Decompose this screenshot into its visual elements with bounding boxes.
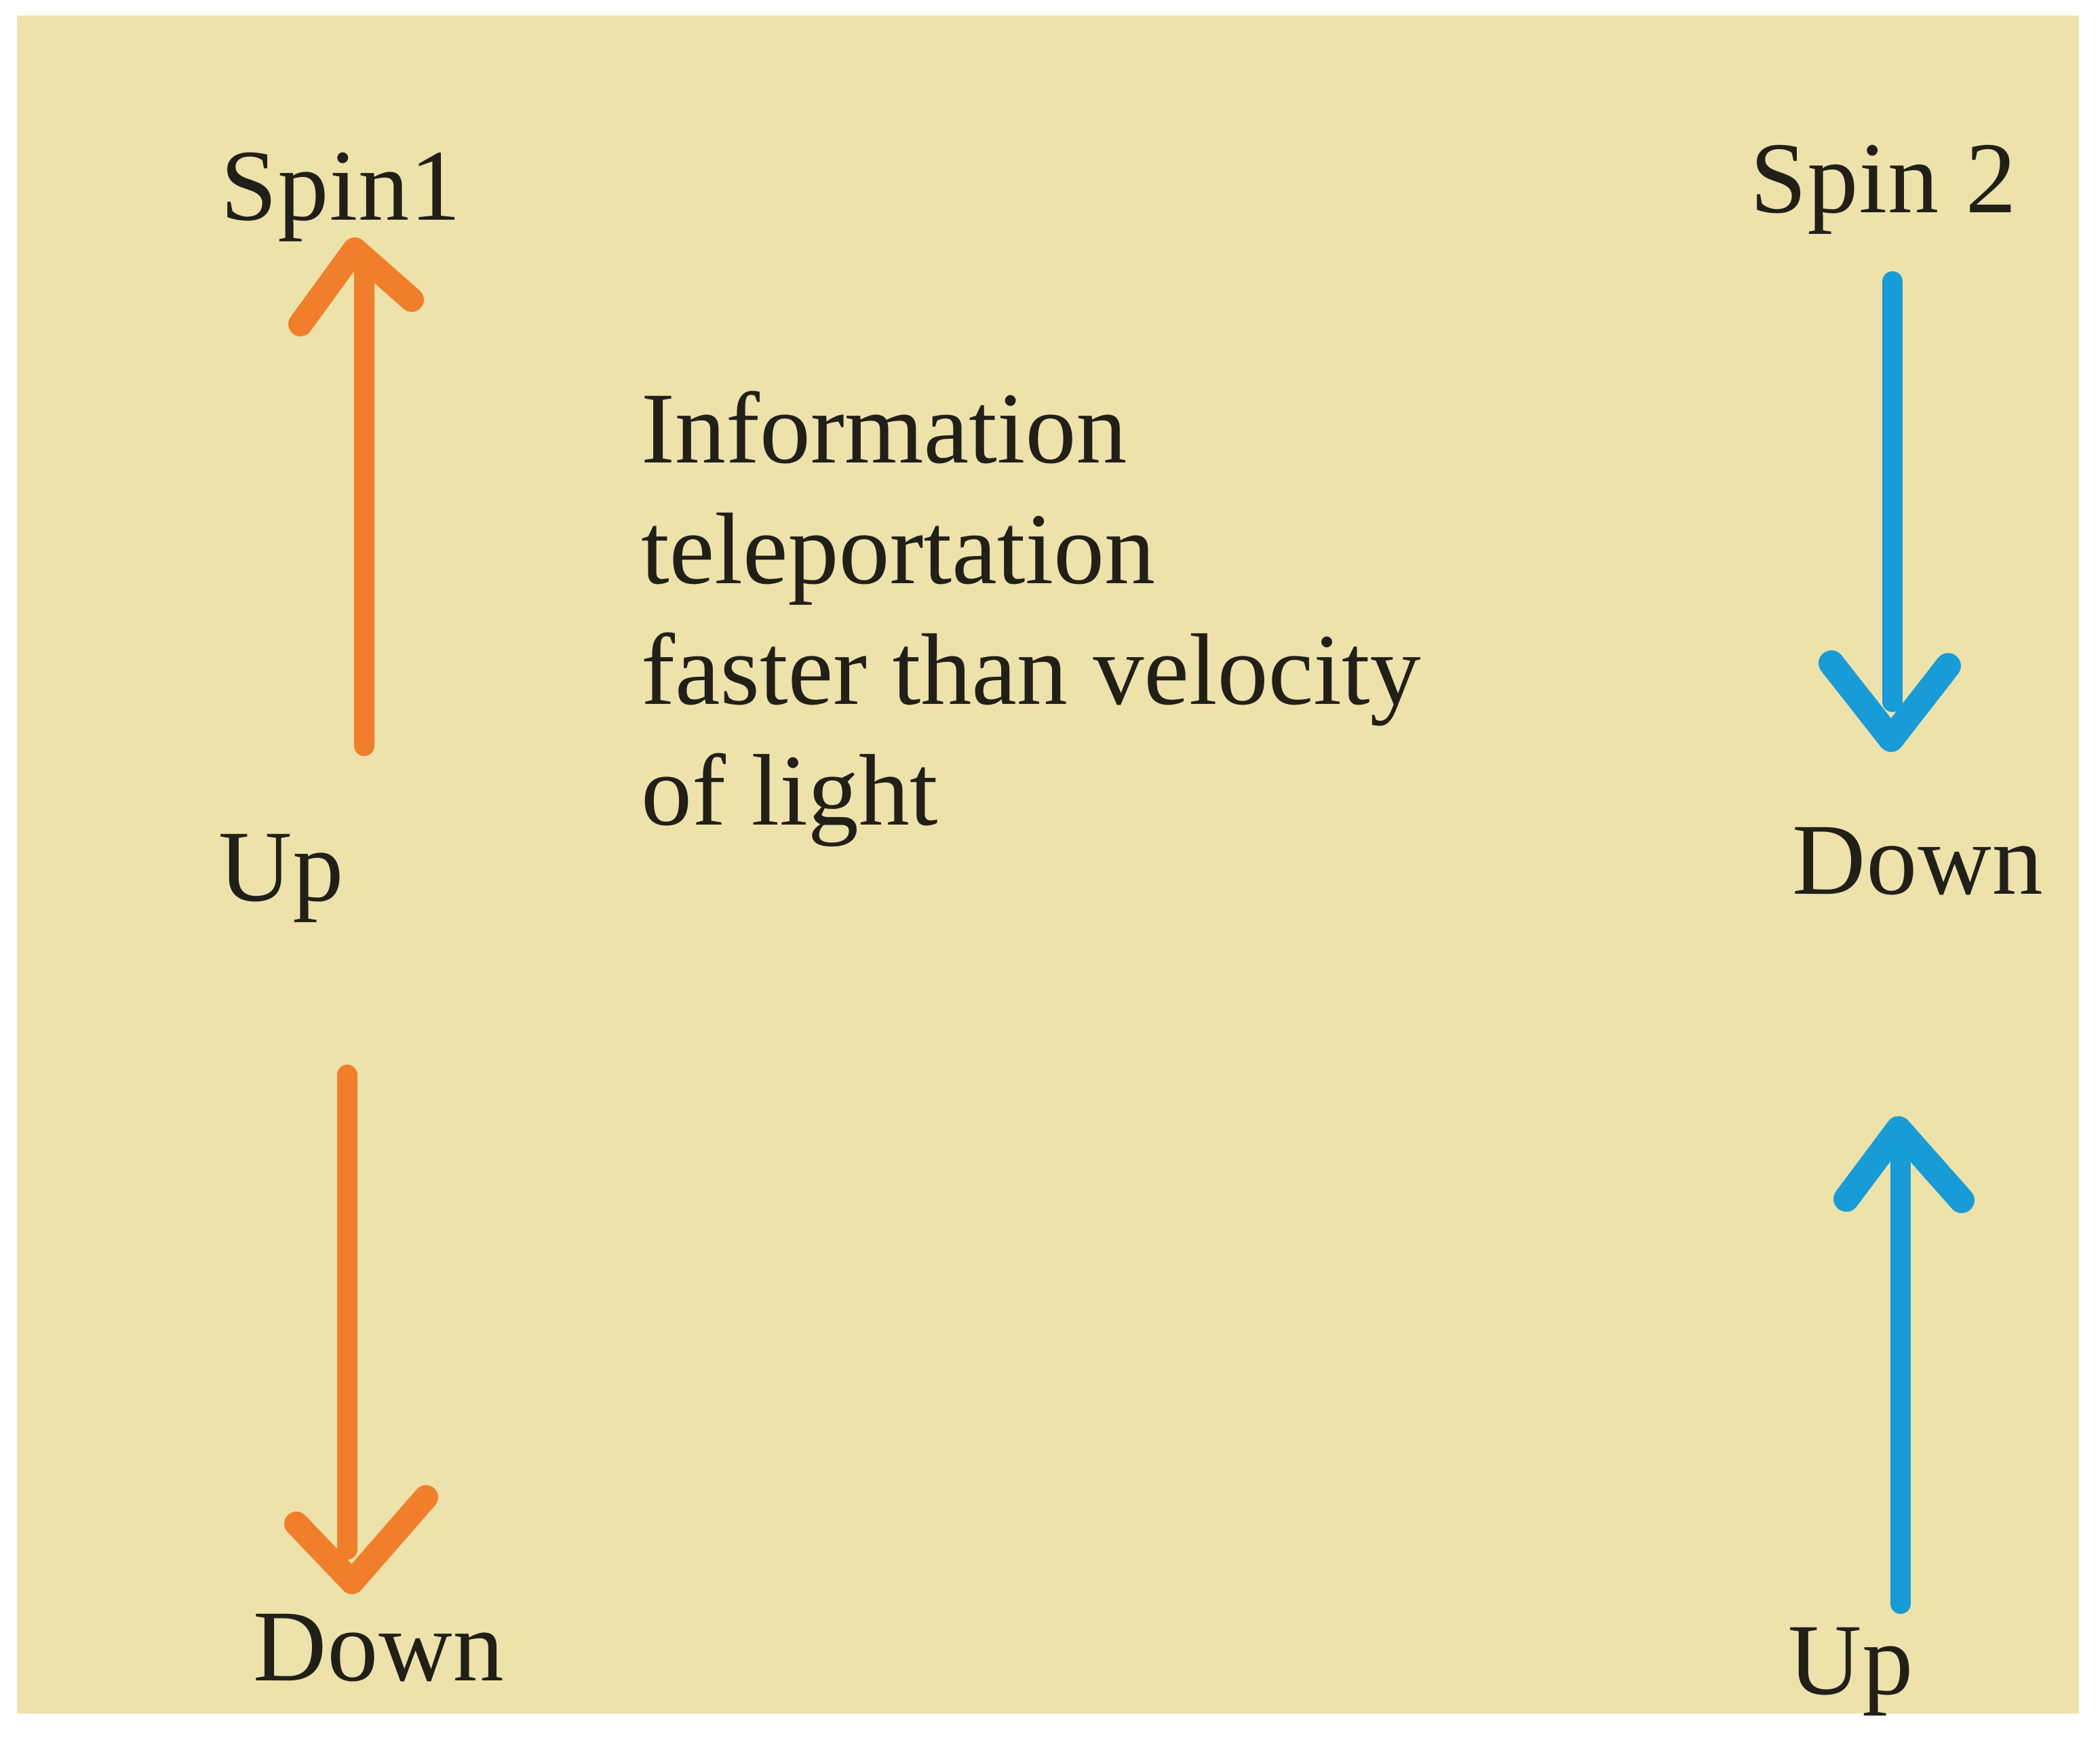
caption-text: Information teleportation faster than ve… xyxy=(641,368,1421,851)
spin2-state-bottom-label: Up xyxy=(1788,1604,1914,1716)
caption-line-2: teleportation xyxy=(641,493,1156,606)
spin1-state-bottom-label: Down xyxy=(253,1590,505,1703)
spin1-title-label: Spin1 xyxy=(220,130,462,242)
caption-line-4: of light xyxy=(641,734,938,847)
caption-line-1: Information xyxy=(641,372,1127,485)
spin1-state-top-label: Up xyxy=(218,810,345,923)
diagram-canvas: Spin1 Spin 2 Information teleportation f… xyxy=(17,16,2079,1714)
spin2-title-label: Spin 2 xyxy=(1750,122,2017,235)
spin2-state-top-label: Down xyxy=(1792,804,2044,916)
caption-line-3: faster than velocity xyxy=(641,614,1421,726)
